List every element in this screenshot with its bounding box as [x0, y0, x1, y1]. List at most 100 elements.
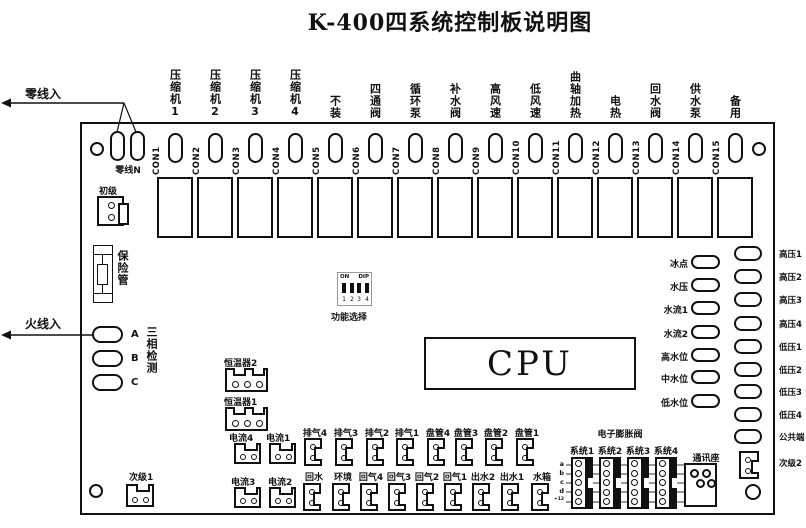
- output-label: 压缩机4: [288, 69, 302, 119]
- con-label: CON6: [352, 146, 362, 176]
- pin-hole: [240, 454, 246, 460]
- eev-connector: [627, 457, 649, 509]
- secondary1-label: 次级1: [129, 473, 154, 483]
- pressure-pad-label: 低压1: [779, 343, 802, 353]
- eev-bus-line: [566, 482, 684, 484]
- con-pad: [328, 133, 343, 163]
- common-pad-label: 公共端: [779, 433, 805, 443]
- sensor-connector: [366, 438, 384, 466]
- pin-hole: [402, 444, 408, 450]
- sensor-label: 盘管4: [425, 429, 451, 439]
- sensor-label: 环境: [333, 473, 353, 483]
- fuse-cap: [94, 293, 112, 294]
- sensor-connector: [531, 483, 549, 511]
- pin-hole: [745, 457, 751, 463]
- pin-hole: [309, 489, 315, 495]
- con-pad: [208, 133, 223, 163]
- phase-detect-label: 三相检测: [145, 326, 158, 374]
- eev-pin-letter: d: [559, 487, 564, 495]
- pin-hole: [338, 500, 344, 506]
- pin-hole: [478, 489, 484, 495]
- secondary1-connector: [126, 484, 154, 507]
- thermostat1-connector: [225, 407, 268, 431]
- pin-hole: [659, 488, 666, 496]
- pin-hole: [310, 455, 316, 461]
- pin-hole: [256, 381, 263, 388]
- pressure-pad: [734, 339, 762, 354]
- pin-hole: [603, 498, 610, 505]
- pin-hole: [461, 455, 467, 461]
- input-pad: [691, 301, 720, 315]
- sensor-connector: [516, 438, 534, 466]
- pin-hole: [603, 469, 610, 477]
- pin-hole: [433, 444, 439, 450]
- pin-hole: [341, 455, 347, 461]
- eev-connector: [599, 457, 621, 509]
- pin-hole: [143, 497, 149, 503]
- pressure-pad: [734, 362, 762, 377]
- eev-bus-line: [566, 464, 684, 466]
- current1-label: 电流1: [266, 434, 291, 444]
- sensor-label: 水箱: [532, 473, 552, 483]
- relay: [237, 177, 273, 238]
- relay: [277, 177, 313, 238]
- con-pad: [448, 133, 463, 163]
- sensor-label: 排气2: [364, 429, 390, 439]
- pin-hole: [251, 454, 257, 460]
- sensor-label: 盘管2: [483, 429, 509, 439]
- pin-hole: [603, 460, 610, 467]
- input-pad: [691, 325, 720, 339]
- eev-connector: [655, 457, 677, 509]
- pin-hole: [491, 455, 497, 461]
- sensor-label: 出水2: [470, 473, 496, 483]
- sensor-label: 排气3: [333, 429, 359, 439]
- input-pad-label: 水压: [669, 283, 688, 293]
- mount-hole: [89, 484, 103, 498]
- eev-pin-letter: a: [559, 460, 564, 468]
- eev-bus-line: [566, 473, 684, 475]
- neutral-pad: [130, 131, 145, 161]
- input-pad: [691, 255, 720, 269]
- relay: [197, 177, 233, 238]
- pin-hole: [575, 488, 582, 496]
- phase-c-pad: [92, 374, 123, 391]
- phase-b-pad: [92, 350, 123, 367]
- relay: [597, 177, 633, 238]
- con-label: CON12: [592, 140, 602, 175]
- live-arrow-icon: [1, 330, 11, 340]
- con-label: CON10: [512, 140, 522, 175]
- con-label: CON4: [272, 146, 282, 176]
- pressure-pad: [734, 246, 762, 261]
- output-label: 曲轴加热: [568, 71, 582, 119]
- con-pad: [368, 133, 383, 163]
- sensor-label: 回气1: [442, 473, 468, 483]
- sensor-connector: [455, 438, 473, 466]
- comm-socket: [684, 463, 717, 507]
- eev-pin-letter: +12: [553, 497, 564, 502]
- pressure-pad-label: 高压4: [779, 320, 802, 330]
- sensor-connector: [416, 483, 434, 511]
- neutral-arrow-icon: [1, 98, 11, 108]
- pin-hole: [690, 469, 699, 478]
- con-pad: [168, 133, 183, 163]
- pin-hole: [422, 489, 428, 495]
- input-pad-label: 中水位: [660, 375, 688, 385]
- relay: [717, 177, 753, 238]
- pin-hole: [603, 479, 610, 486]
- dip-function-label: 功能选择: [331, 313, 368, 323]
- pin-hole: [372, 444, 378, 450]
- pressure-pad-label: 高压2: [779, 273, 802, 283]
- pin-hole: [450, 500, 456, 506]
- pin-hole: [108, 202, 115, 209]
- sensor-connector: [501, 483, 519, 511]
- neutral-pad-label: 零线N: [115, 166, 141, 176]
- pin-hole: [244, 420, 251, 427]
- pin-hole: [575, 479, 582, 486]
- eev-pin-letter: c: [560, 478, 564, 486]
- relay: [677, 177, 713, 238]
- phase-a-pad: [92, 326, 123, 343]
- thermostat2-connector: [225, 368, 268, 392]
- relay: [637, 177, 673, 238]
- sensor-connector: [444, 483, 462, 511]
